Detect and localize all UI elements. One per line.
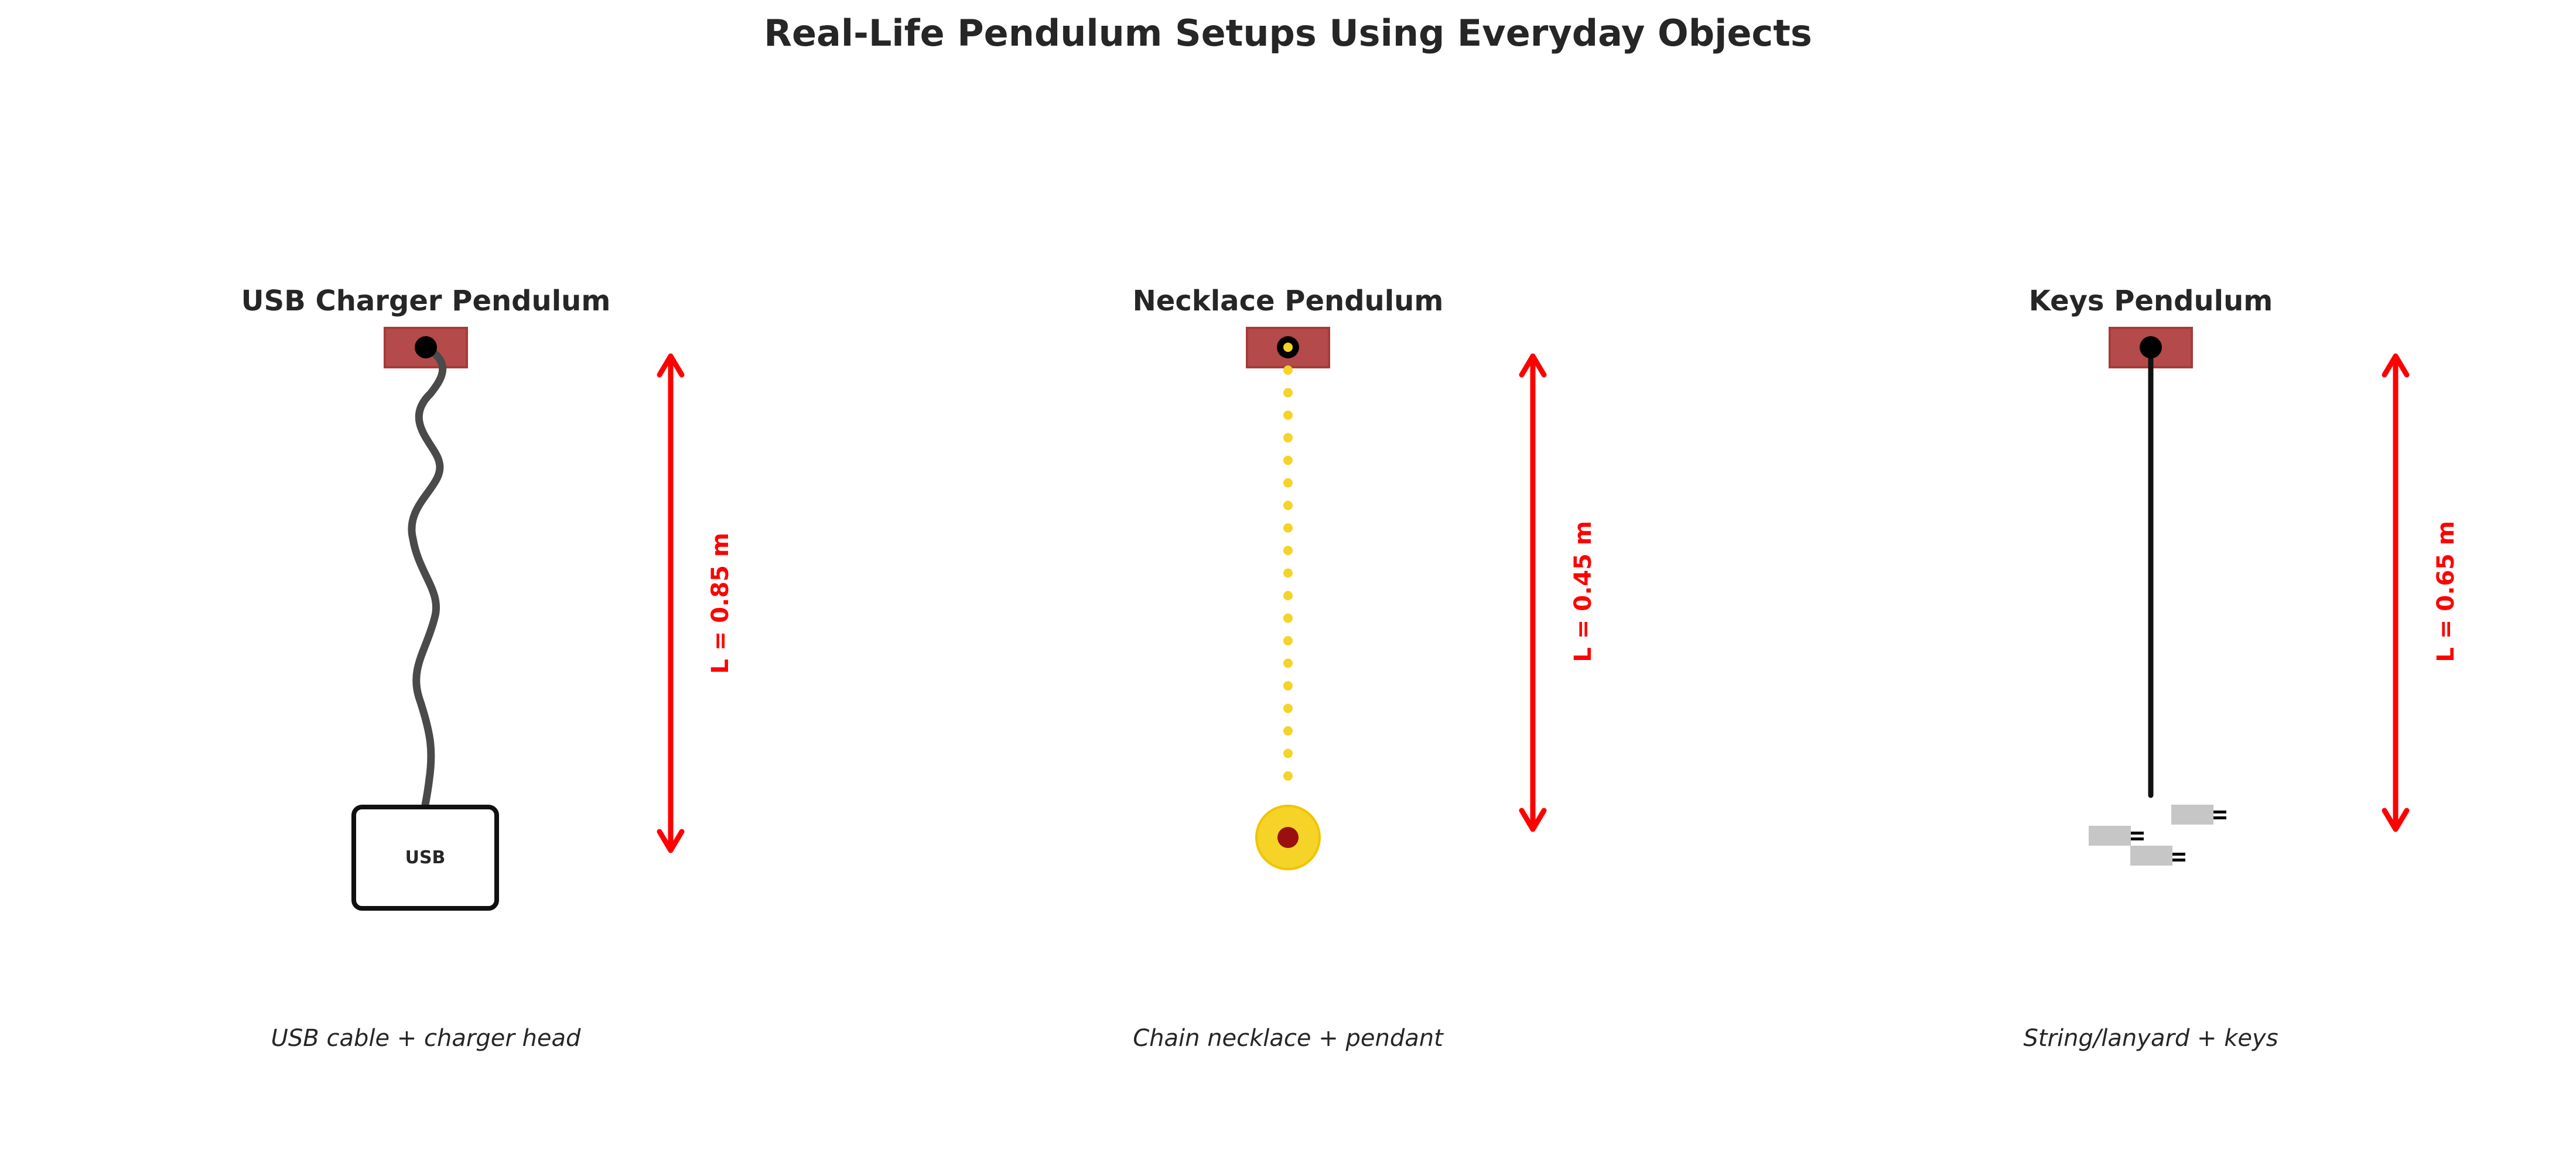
chain-bead [1283, 681, 1293, 690]
chain-bead [1283, 365, 1293, 375]
chain-bead [1283, 433, 1293, 443]
pivot-point [415, 336, 437, 358]
length-label-necklace: L = 0.45 m [1570, 521, 1597, 662]
chain-bead [1283, 388, 1293, 398]
caption-keys: String/lanyard + keys [2023, 1025, 2278, 1052]
length-arrow-necklace [1519, 353, 1547, 832]
length-arrow-keys [2382, 353, 2410, 832]
key-3 [2130, 846, 2185, 866]
chain-bead [1283, 501, 1293, 510]
chain-bead [1283, 636, 1293, 645]
chain-bead [1283, 703, 1293, 713]
chain-bead [1283, 546, 1293, 555]
chain-bead [1283, 523, 1293, 533]
chain-bead [1283, 456, 1293, 465]
caption-necklace: Chain necklace + pendant [1133, 1025, 1444, 1052]
panel-necklace: Necklace Pendulum L = 0.45 m Chain neckl… [1133, 285, 1597, 1052]
charger-label: USB [405, 847, 446, 868]
key-1 [2089, 826, 2144, 846]
figure-title: Real-Life Pendulum Setups Using Everyday… [764, 12, 1812, 54]
chain-bead [1283, 748, 1293, 758]
chain-bead [1283, 411, 1293, 420]
length-label-usb: L = 0.85 m [707, 532, 734, 673]
chain-bead [1283, 726, 1293, 736]
length-label-keys: L = 0.65 m [2432, 521, 2459, 662]
chain-bead [1283, 613, 1293, 623]
necklace-chain [1283, 365, 1293, 781]
charger-head [351, 805, 499, 911]
usb-cable [408, 343, 447, 842]
chain-bead [1283, 658, 1293, 668]
pendant-gem [1277, 827, 1299, 848]
panel-keys: Keys Pendulum L = 0.65 m String/lanyard … [2023, 285, 2459, 1052]
chain-bead [1283, 478, 1293, 488]
panel-usb-charger: USB Charger Pendulum USB L = 0.85 m USB … [241, 285, 734, 1052]
key-2 [2171, 805, 2226, 825]
pivot-point [2140, 336, 2162, 358]
caption-usb: USB cable + charger head [271, 1025, 581, 1052]
mount-block [384, 327, 468, 368]
panel-title-keys: Keys Pendulum [2029, 285, 2273, 317]
pivot-clasp [1283, 343, 1293, 352]
chain-bead [1283, 591, 1293, 600]
panel-title-usb: USB Charger Pendulum [241, 285, 611, 317]
panel-title-necklace: Necklace Pendulum [1133, 285, 1444, 317]
length-arrow-usb [657, 353, 685, 853]
chain-bead [1283, 568, 1293, 578]
chain-bead [1283, 771, 1293, 781]
